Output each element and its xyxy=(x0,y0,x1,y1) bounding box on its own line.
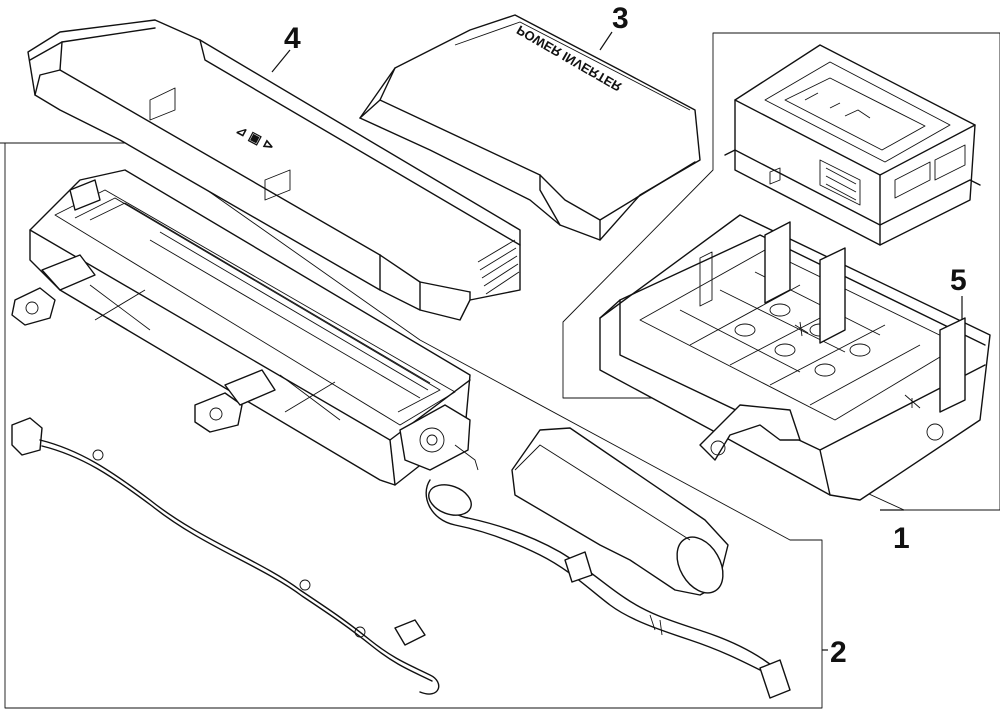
left-group-frame xyxy=(0,142,823,709)
inverter-frame-assembly xyxy=(11,169,479,486)
callout-2: 2 xyxy=(830,636,847,669)
callout-4: 4 xyxy=(284,22,301,55)
callout-3: 3 xyxy=(612,2,629,35)
leader-4 xyxy=(271,49,291,73)
callout-1: 1 xyxy=(893,522,910,555)
callout-5: 5 xyxy=(950,264,967,297)
wiring-harness-left xyxy=(11,417,440,695)
control-module xyxy=(724,44,981,246)
wiring-harness-right xyxy=(425,479,791,699)
sleeve-duct xyxy=(511,427,729,596)
upper-shield-part-4: ⊿ ▣ ⊳ xyxy=(27,19,521,321)
leader-3 xyxy=(599,31,613,51)
inverter-cover-part-3: POWER INVERTER xyxy=(359,14,701,241)
tray-base xyxy=(599,214,991,501)
